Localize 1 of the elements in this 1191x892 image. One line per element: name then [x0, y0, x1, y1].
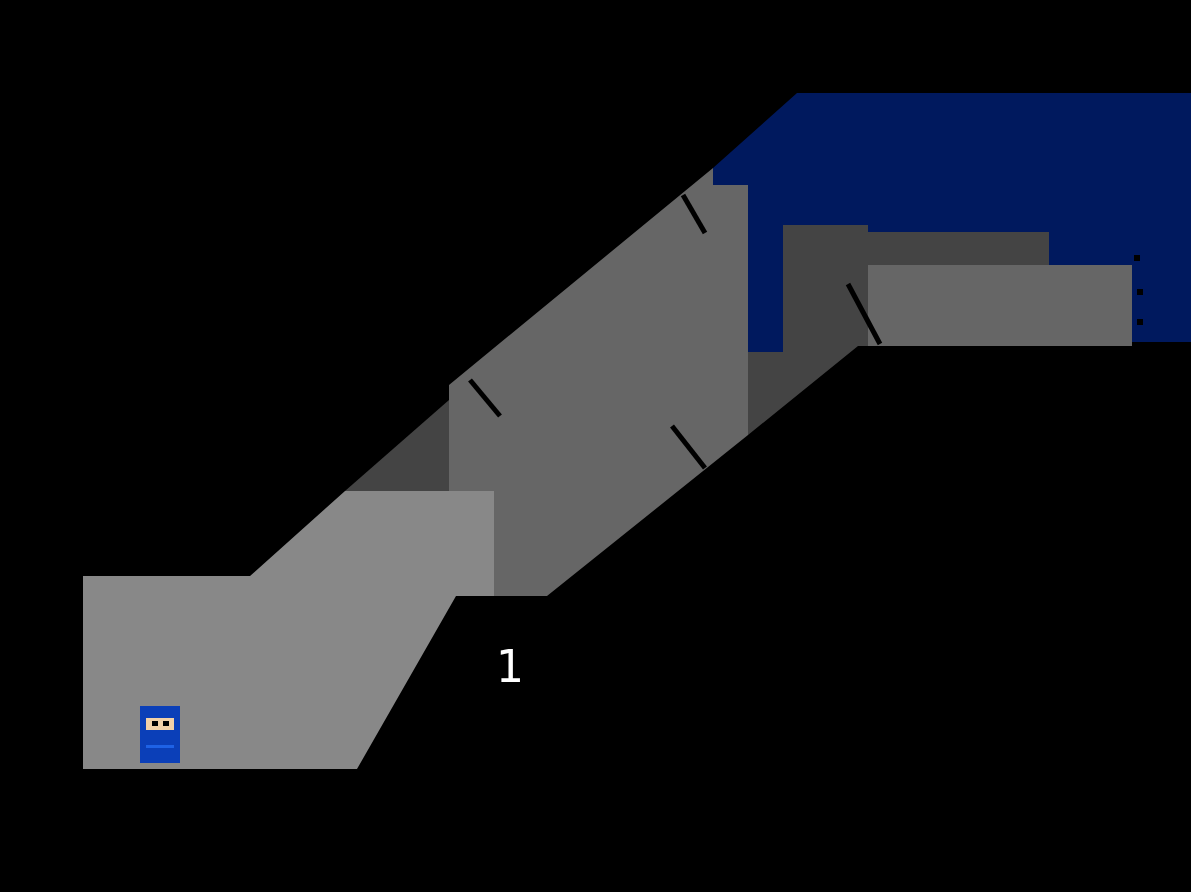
level-number: 1: [496, 645, 524, 689]
